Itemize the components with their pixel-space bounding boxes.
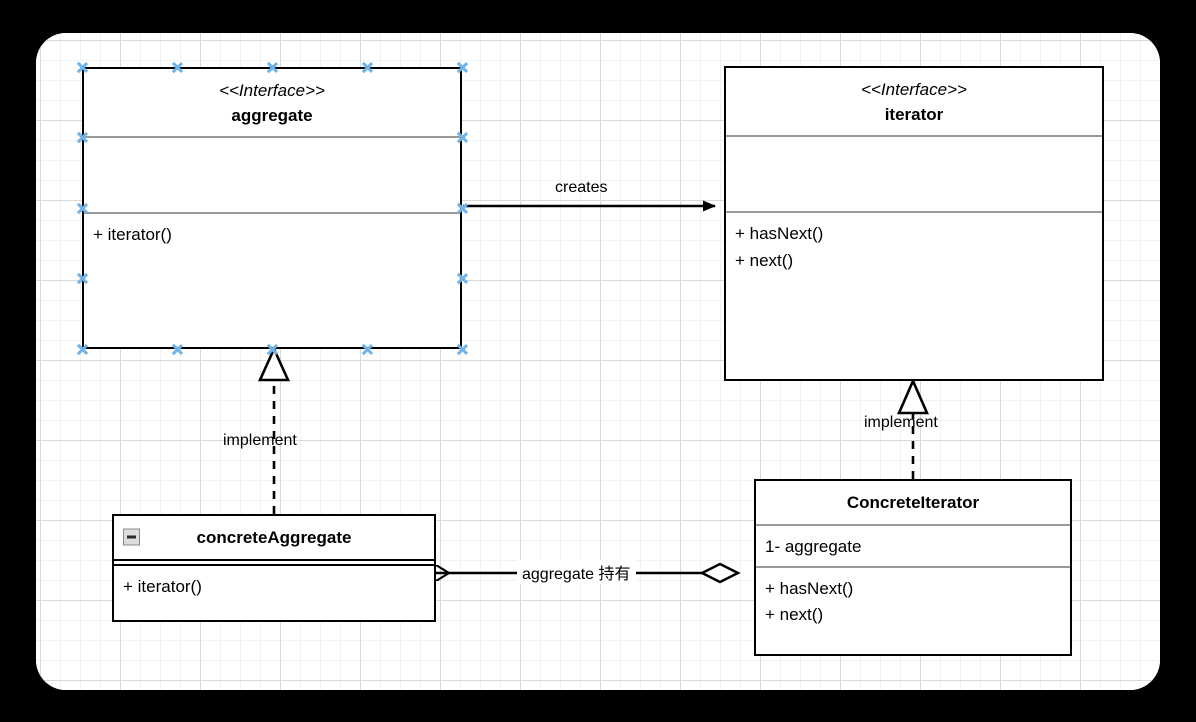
resize-handle[interactable] [76, 202, 89, 215]
operations-compartment[interactable]: + hasNext() + next() [726, 213, 1102, 280]
edge-label-implement-left[interactable]: implement [223, 432, 297, 449]
class-stereotype: <<Interface>> [861, 80, 967, 99]
diagram-canvas[interactable]: concreteAggregate --> <<Interface>> aggr… [36, 33, 1160, 690]
uml-class-iterator[interactable]: <<Interface>> iterator + hasNext() + nex… [724, 66, 1104, 381]
hollow-diamond-tail [699, 562, 741, 584]
operations-compartment[interactable]: + hasNext() + next() [756, 568, 1070, 635]
hollow-triangle-head [257, 345, 291, 382]
uml-class-concreteiterator[interactable]: ConcreteIterator 1- aggregate + hasNext(… [754, 479, 1072, 656]
resize-handle[interactable] [456, 131, 469, 144]
compartment-divider [756, 565, 1070, 568]
resize-handle[interactable] [76, 61, 89, 74]
connector-implement-left[interactable] [257, 345, 291, 514]
compartment-divider [114, 558, 434, 561]
class-name: concreteAggregate [196, 528, 352, 547]
resize-handle[interactable] [76, 131, 89, 144]
resize-handle[interactable] [456, 343, 469, 356]
class-name: iterator [884, 104, 944, 124]
edge-label-aggregation[interactable]: aggregate 持有 [517, 560, 636, 584]
uml-class-concreteaggregate[interactable]: concreteAggregate + iterator() [112, 514, 436, 622]
resize-handle[interactable] [361, 343, 374, 356]
class-stereotype: <<Interface>> [219, 81, 325, 100]
operation-row: + iterator() [123, 576, 202, 596]
resize-handle[interactable] [171, 61, 184, 74]
operations-compartment[interactable]: + iterator() [114, 566, 434, 606]
resize-handle[interactable] [171, 343, 184, 356]
resize-handle[interactable] [76, 272, 89, 285]
resize-handle[interactable] [266, 61, 279, 74]
resize-handle[interactable] [76, 343, 89, 356]
class-header: <<Interface>> iterator [726, 68, 1102, 135]
operation-row: + next() [735, 250, 794, 270]
attribute-row: 1- aggregate [765, 536, 862, 556]
compartment-divider [726, 211, 1102, 214]
edge-label-creates[interactable]: creates [555, 179, 608, 196]
operation-row: + iterator() [93, 225, 172, 245]
resize-handle[interactable] [361, 61, 374, 74]
operation-row: + hasNext() [765, 578, 854, 598]
attributes-compartment[interactable] [84, 138, 460, 212]
operation-row: + hasNext() [735, 224, 824, 244]
class-header: ConcreteIterator [756, 481, 1070, 524]
compartment-divider [756, 523, 1070, 526]
class-header: concreteAggregate [114, 516, 434, 559]
attributes-compartment[interactable] [726, 137, 1102, 211]
connector-implement-right[interactable] [897, 377, 929, 479]
operations-compartment[interactable]: + iterator() [84, 214, 460, 254]
collapse-minus-icon[interactable] [123, 528, 140, 546]
class-header: <<Interface>> aggregate [84, 69, 460, 136]
compartment-divider [84, 136, 460, 139]
attributes-compartment[interactable]: 1- aggregate [756, 526, 1070, 566]
resize-handle[interactable] [456, 202, 469, 215]
compartment-divider [114, 563, 434, 566]
hollow-triangle-head [897, 377, 929, 415]
class-name: aggregate [231, 105, 313, 125]
resize-handle[interactable] [456, 272, 469, 285]
uml-class-aggregate[interactable]: <<Interface>> aggregate + iterator() [82, 67, 462, 349]
resize-handle[interactable] [456, 61, 469, 74]
class-name: ConcreteIterator [846, 493, 980, 512]
edge-label-implement-right[interactable]: implement [864, 414, 938, 431]
operation-row: + next() [765, 605, 824, 625]
compartment-divider [84, 212, 460, 215]
compartment-divider [726, 135, 1102, 138]
resize-handle[interactable] [266, 343, 279, 356]
